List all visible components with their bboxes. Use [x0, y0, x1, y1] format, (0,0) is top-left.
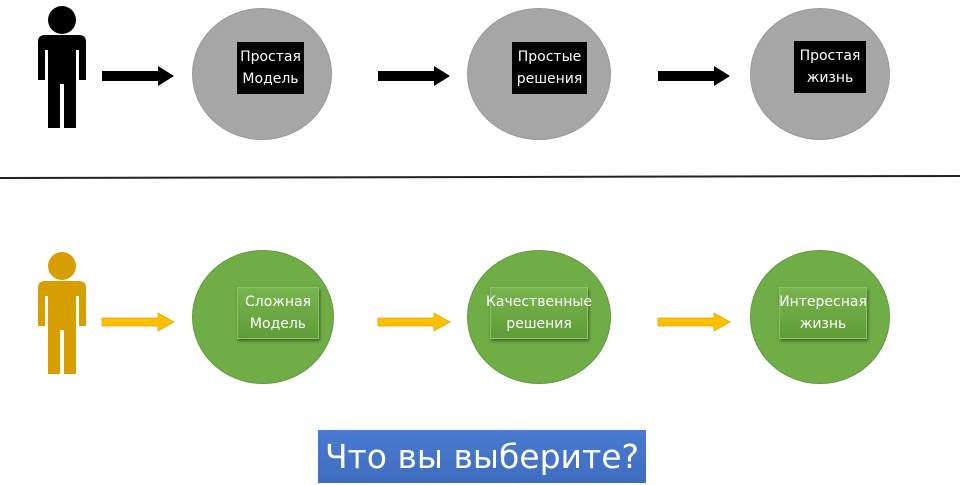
- arrow-icon: [657, 312, 731, 332]
- arrow-icon: [377, 312, 451, 332]
- arrow-icon: [658, 66, 730, 86]
- question-banner: Что вы выберите?: [318, 430, 646, 483]
- person-icon: [38, 6, 86, 128]
- person-icon: [38, 252, 86, 374]
- divider-line: [0, 174, 960, 180]
- step-label-complex-model: Сложная Модель: [237, 287, 319, 339]
- arrow-icon: [102, 66, 174, 86]
- arrow-icon: [101, 312, 175, 332]
- arrow-icon: [378, 66, 450, 86]
- step-label-interesting-life: Интересная жизнь: [779, 287, 867, 339]
- step-label-simple-life: Простая жизнь: [794, 41, 866, 93]
- step-label-quality-decisions: Качественные решения: [486, 287, 592, 339]
- step-label-simple-model: Простая Модель: [237, 42, 304, 94]
- step-label-simple-decisions: Простые решения: [512, 42, 587, 94]
